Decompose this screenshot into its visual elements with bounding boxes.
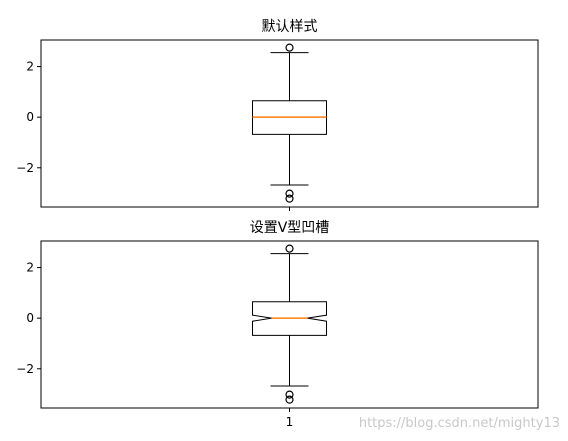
flier-point — [285, 43, 294, 52]
box — [252, 301, 327, 336]
y-tick-label: 2 — [26, 60, 34, 74]
y-tick-label: 0 — [26, 110, 34, 124]
subplot-2: 设置V型凹槽 −2 0 2 1 — [16, 220, 539, 429]
y-tick-label: −2 — [16, 161, 34, 175]
axes-frame — [40, 39, 539, 208]
flier-point — [285, 395, 294, 404]
subplot-title: 设置V型凹槽 — [250, 220, 330, 236]
subplot-1: 默认样式 −2 0 2 — [16, 19, 539, 211]
flier-point — [285, 244, 294, 253]
y-tick-label: 0 — [26, 311, 34, 325]
y-tick-label: −2 — [16, 362, 34, 376]
subplot-title: 默认样式 — [262, 19, 318, 35]
box — [252, 100, 327, 135]
flier-point — [285, 194, 294, 203]
axes-frame — [40, 240, 539, 409]
x-tick-label: 1 — [286, 415, 294, 429]
y-tick-label: 2 — [26, 261, 34, 275]
flier-point — [285, 390, 294, 399]
flier-point — [285, 189, 294, 198]
